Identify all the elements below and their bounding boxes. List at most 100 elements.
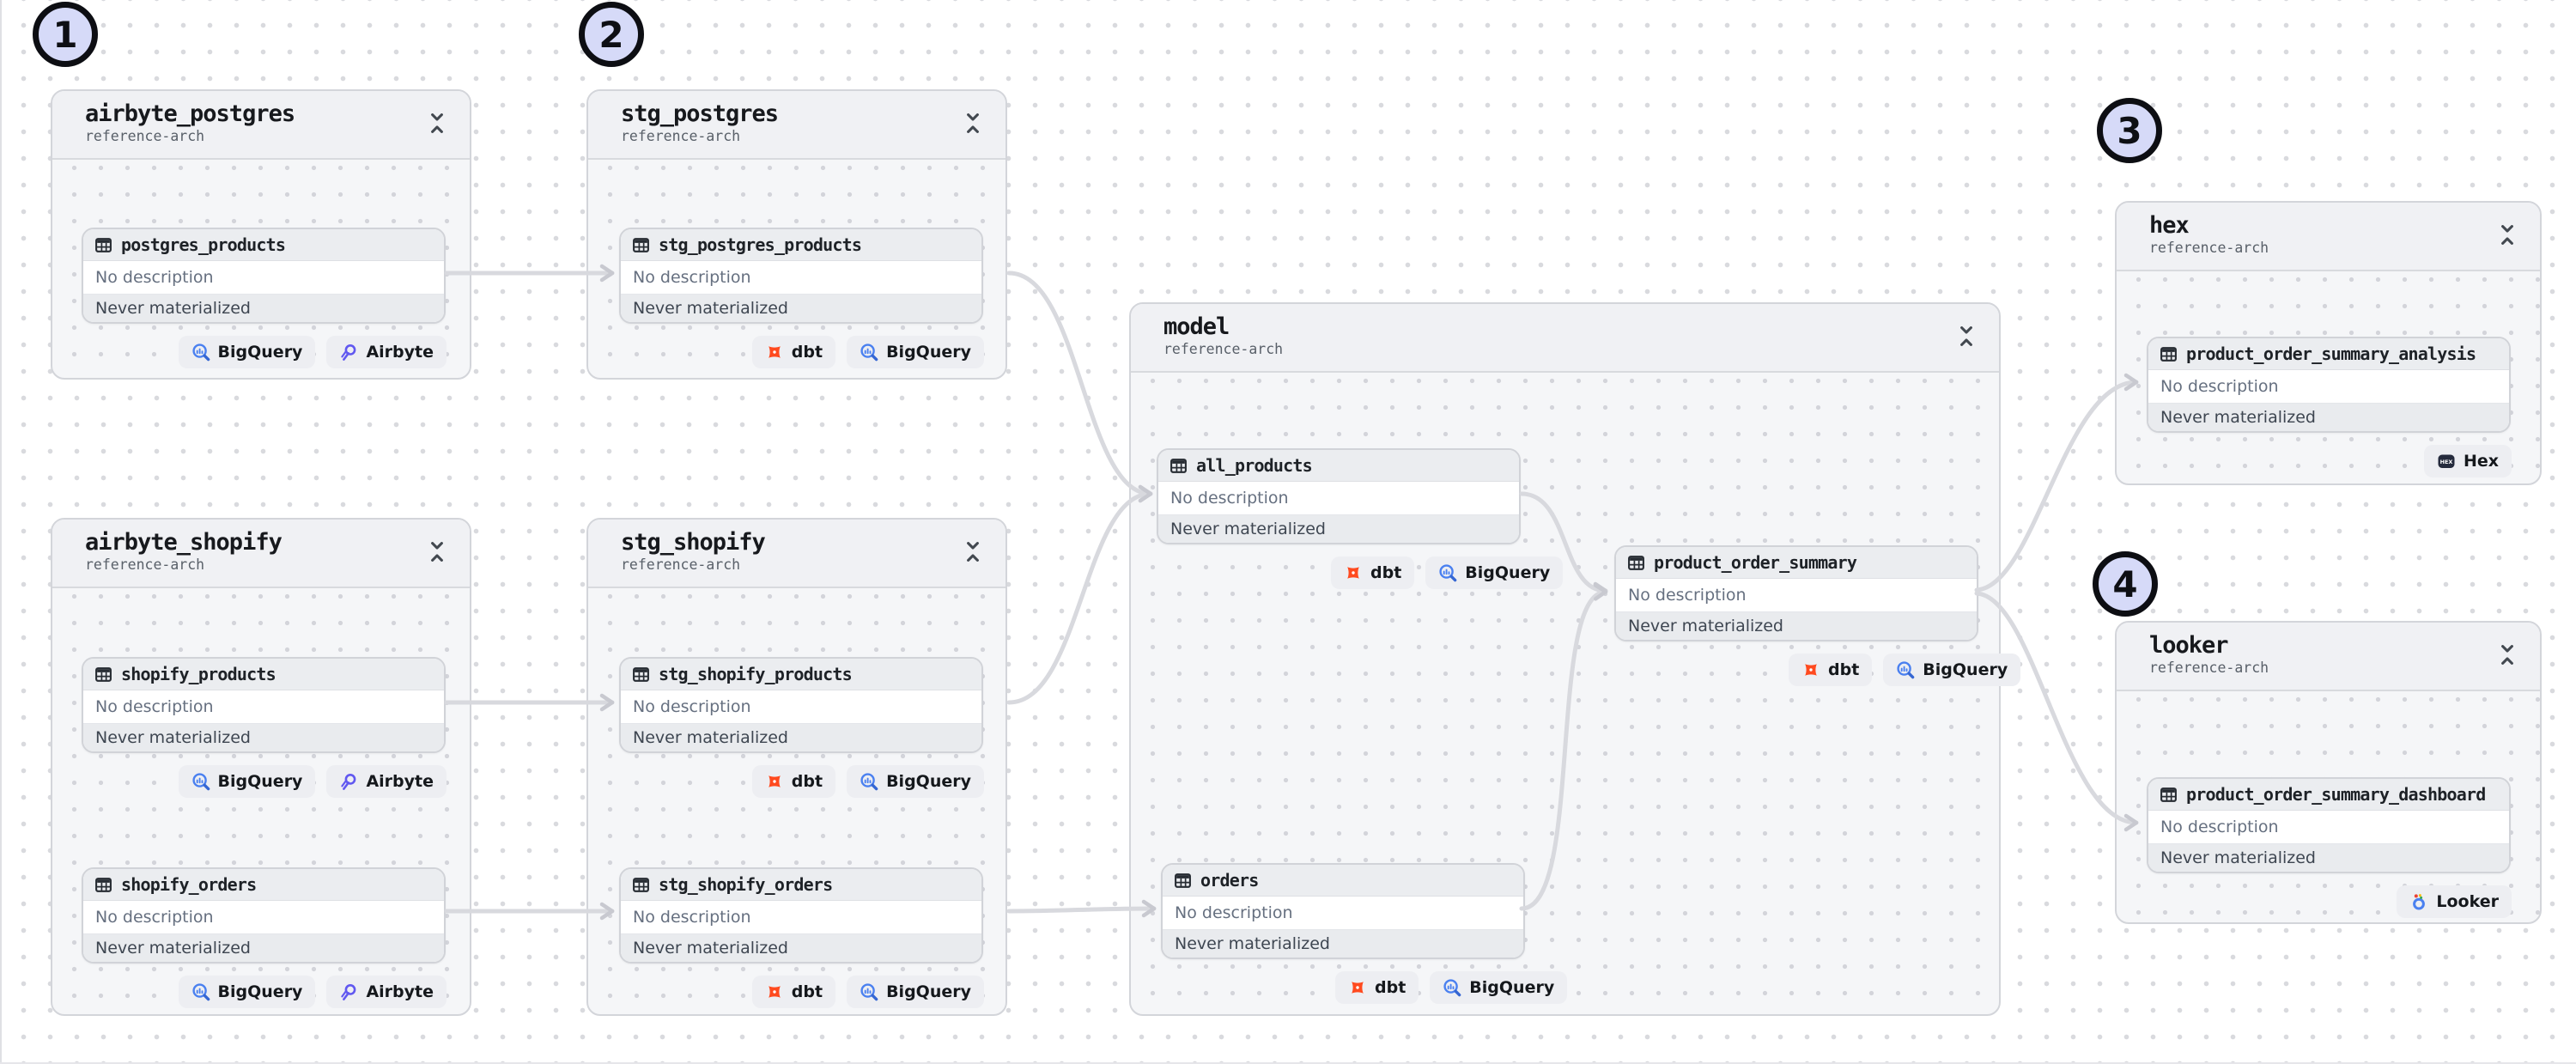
bigquery-icon [860, 343, 878, 362]
group-header[interactable]: looker reference-arch [2117, 623, 2540, 691]
asset-name: shopify_orders [121, 874, 257, 895]
asset-card-shopify-orders[interactable]: shopify_orders No description Never mate… [82, 867, 446, 964]
asset-group-stg-postgres: stg_postgres reference-arch stg_postgres… [586, 89, 1007, 380]
asset-name: product_order_summary_analysis [2186, 344, 2476, 364]
collapse-icon[interactable] [964, 112, 981, 135]
badge-row: dbt BigQuery [1789, 654, 2021, 686]
group-header[interactable]: airbyte_shopify reference-arch [52, 520, 470, 588]
asset-group-looker: looker reference-arch product_order_summ… [2115, 621, 2542, 924]
badge-looker[interactable]: Looker [2397, 885, 2512, 918]
group-header[interactable]: stg_postgres reference-arch [588, 91, 1005, 160]
looker-icon [2409, 892, 2428, 911]
bigquery-icon [860, 982, 878, 1001]
table-icon [94, 876, 112, 894]
badge-airbyte[interactable]: Airbyte [326, 976, 447, 1008]
dbt-icon [1801, 660, 1820, 679]
asset-group-airbyte-postgres: airbyte_postgres reference-arch postgres… [51, 89, 471, 380]
badge-dbt[interactable]: dbt [751, 336, 836, 368]
badge-dbt[interactable]: dbt [1335, 971, 1419, 1004]
group-subtitle: reference-arch [621, 128, 741, 144]
asset-card-product-order-summary[interactable]: product_order_summary No description Nev… [1614, 545, 1978, 641]
table-icon [632, 876, 650, 894]
group-title: stg_postgres [621, 100, 779, 127]
badge-bigquery[interactable]: BigQuery [178, 976, 316, 1008]
collapse-icon[interactable] [964, 540, 981, 563]
group-subtitle: reference-arch [85, 128, 205, 144]
badge-hex[interactable]: Hex [2423, 445, 2512, 477]
asset-card-stg-postgres-products[interactable]: stg_postgres_products No description Nev… [619, 228, 983, 324]
group-subtitle: reference-arch [2149, 240, 2269, 256]
asset-status: Never materialized [83, 934, 444, 962]
asset-name: stg_shopify_orders [659, 874, 833, 895]
badge-dbt[interactable]: dbt [751, 976, 836, 1008]
asset-group-airbyte-shopify: airbyte_shopify reference-arch shopify_p… [51, 518, 471, 1016]
collapse-icon[interactable] [1958, 325, 1975, 348]
airbyte-icon [339, 982, 358, 1001]
badge-bigquery[interactable]: BigQuery [178, 336, 316, 368]
asset-card-stg-shopify-products[interactable]: stg_shopify_products No description Neve… [619, 657, 983, 753]
asset-card-product-order-summary-dashboard[interactable]: product_order_summary_dashboard No descr… [2147, 777, 2511, 873]
group-title: hex [2149, 212, 2190, 239]
group-title: model [1163, 313, 1230, 340]
asset-description: No description [83, 261, 444, 295]
badge-row: dbt BigQuery [751, 765, 984, 798]
asset-status: Never materialized [621, 295, 981, 322]
group-header[interactable]: airbyte_postgres reference-arch [52, 91, 470, 160]
asset-description: No description [2148, 370, 2509, 404]
dbt-icon [765, 772, 784, 791]
table-icon [2160, 786, 2178, 804]
badge-bigquery[interactable]: BigQuery [1425, 556, 1564, 589]
badge-bigquery[interactable]: BigQuery [847, 336, 984, 368]
badge-bigquery[interactable]: BigQuery [1883, 654, 2021, 686]
group-subtitle: reference-arch [621, 556, 741, 573]
asset-status: Never materialized [621, 934, 981, 962]
group-header[interactable]: model reference-arch [1131, 304, 1999, 373]
badge-dbt[interactable]: dbt [751, 765, 836, 798]
dbt-icon [765, 343, 784, 362]
badge-row: dbt BigQuery [1335, 971, 1568, 1004]
asset-card-orders[interactable]: orders No description Never materialized [1161, 863, 1525, 959]
asset-status: Never materialized [2148, 844, 2509, 872]
asset-description: No description [2148, 811, 2509, 844]
badge-airbyte[interactable]: Airbyte [326, 765, 447, 798]
badge-airbyte[interactable]: Airbyte [326, 336, 447, 368]
badge-bigquery[interactable]: BigQuery [847, 976, 984, 1008]
asset-description: No description [1616, 579, 1977, 612]
asset-status: Never materialized [621, 724, 981, 751]
badge-dbt[interactable]: dbt [1331, 556, 1415, 589]
group-title: looker [2149, 632, 2229, 659]
asset-description: No description [1163, 897, 1523, 930]
collapse-icon[interactable] [2499, 643, 2516, 666]
asset-card-product-order-summary-analysis[interactable]: product_order_summary_analysis No descri… [2147, 337, 2511, 433]
collapse-icon[interactable] [428, 540, 446, 563]
asset-card-all-products[interactable]: all_products No description Never materi… [1157, 448, 1521, 544]
group-subtitle: reference-arch [85, 556, 205, 573]
asset-card-postgres-products[interactable]: postgres_products No description Never m… [82, 228, 446, 324]
asset-card-stg-shopify-orders[interactable]: stg_shopify_orders No description Never … [619, 867, 983, 964]
table-icon [1174, 872, 1192, 890]
asset-status: Never materialized [1616, 612, 1977, 640]
collapse-icon[interactable] [2499, 223, 2516, 246]
annotation-circle-2: 2 [579, 2, 644, 67]
asset-name: stg_postgres_products [659, 234, 862, 255]
collapse-icon[interactable] [428, 112, 446, 135]
annotation-circle-1: 1 [33, 2, 98, 67]
badge-dbt[interactable]: dbt [1789, 654, 1873, 686]
canvas-left-edge [0, 0, 2, 1064]
badge-bigquery[interactable]: BigQuery [1430, 971, 1568, 1004]
asset-name: shopify_products [121, 664, 276, 684]
badge-bigquery[interactable]: BigQuery [847, 765, 984, 798]
asset-card-shopify-products[interactable]: shopify_products No description Never ma… [82, 657, 446, 753]
group-title: airbyte_postgres [85, 100, 295, 127]
asset-status: Never materialized [83, 295, 444, 322]
group-header[interactable]: hex reference-arch [2117, 203, 2540, 271]
badge-row: Looker [2397, 885, 2512, 918]
asset-name: orders [1200, 870, 1259, 891]
asset-group-hex: hex reference-arch product_order_summary… [2115, 201, 2542, 485]
badge-bigquery[interactable]: BigQuery [178, 765, 316, 798]
bigquery-icon [191, 343, 210, 362]
group-header[interactable]: stg_shopify reference-arch [588, 520, 1005, 588]
dbt-icon [765, 982, 784, 1001]
badge-row: BigQuery Airbyte [178, 336, 447, 368]
